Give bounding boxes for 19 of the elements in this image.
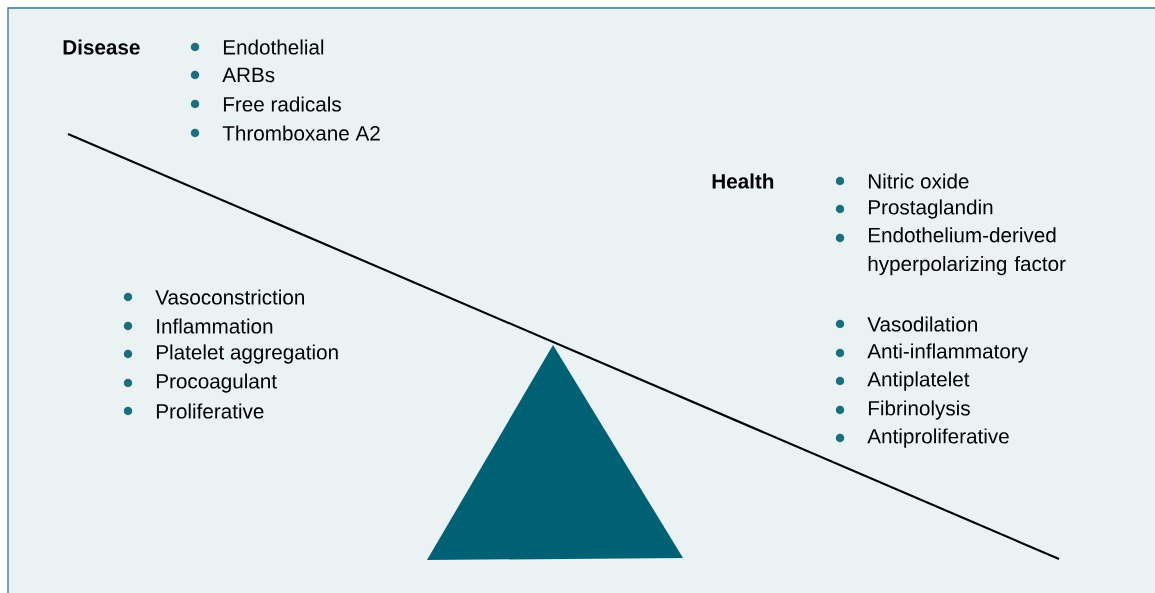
bullet-item: Endothelial [190, 39, 324, 55]
bullet-item: Thromboxane A2 [190, 125, 380, 141]
heading: Disease [63, 39, 140, 55]
bullet-item: Inflammation [123, 318, 273, 334]
bullet-item: Fibrinolysis [835, 400, 970, 420]
bullet-item: Proliferative [123, 403, 264, 419]
heading: Health [712, 173, 774, 189]
bullet-item: Platelet aggregation [123, 344, 338, 364]
bullet-item: Antiproliferative [835, 428, 1009, 448]
bullet-item: Vasoconstriction [123, 289, 304, 305]
bullet-item: Nitric oxide [835, 173, 969, 189]
bullet-item: Prostaglandin [835, 199, 993, 219]
bullet-item: ARBs [190, 67, 275, 83]
bullet-item: Procoagulant [123, 373, 277, 393]
bullet-item: Vasodilation [835, 316, 977, 332]
bullet-item: Antiplatelet [835, 371, 970, 391]
bullet-item: Endothelium-derived hyperpolarizing factor [835, 227, 1066, 276]
bullet-item: Anti-inflammatory [835, 343, 1028, 363]
bullet-item: Free radicals [190, 96, 341, 112]
